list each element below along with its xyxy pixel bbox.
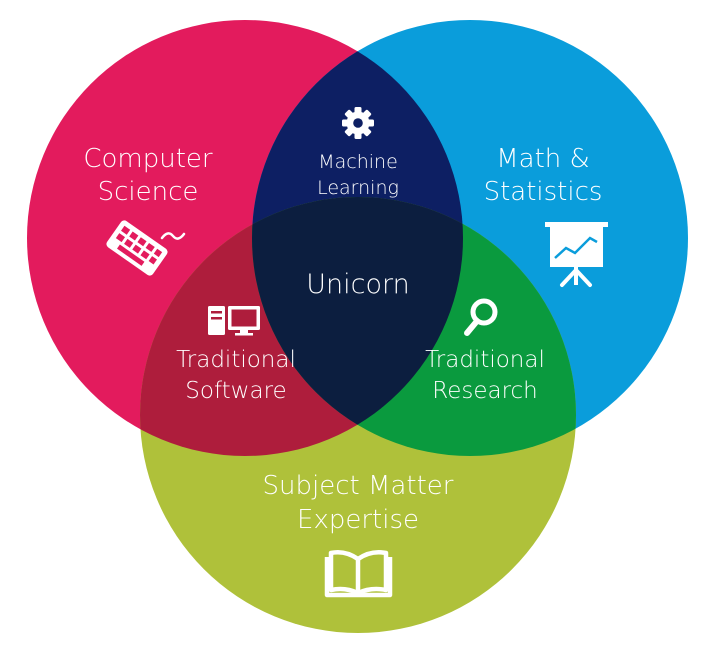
open-book-icon (324, 550, 393, 598)
computer-science-label-line1: Computer (83, 144, 213, 174)
math-statistics-label-line1: Math & (496, 144, 590, 174)
traditional-research-label-line2: Research (432, 378, 538, 404)
subject-matter-label-line2: Expertise (297, 505, 419, 535)
keyboard-cable-icon (160, 232, 186, 240)
traditional-research-label-line1: Traditional (425, 347, 545, 373)
machine-learning-label-line2: Learning (317, 177, 399, 199)
unicorn-region (252, 197, 463, 456)
unicorn-label: Unicorn (306, 269, 409, 300)
computer-science-label-line2: Science (98, 177, 199, 207)
math-statistics-label-line2: Statistics (484, 177, 603, 207)
presentation-chart-icon (545, 222, 608, 287)
gear-icon (342, 107, 374, 139)
keyboard-icon (106, 220, 168, 276)
magnifier-icon (464, 298, 498, 336)
traditional-software-label-line2: Software (185, 378, 286, 404)
machine-learning-label-line1: Machine (318, 151, 398, 173)
desktop-computer-icon (208, 306, 260, 336)
traditional-software-label-line1: Traditional (176, 347, 296, 373)
subject-matter-label-line1: Subject Matter (263, 471, 454, 501)
